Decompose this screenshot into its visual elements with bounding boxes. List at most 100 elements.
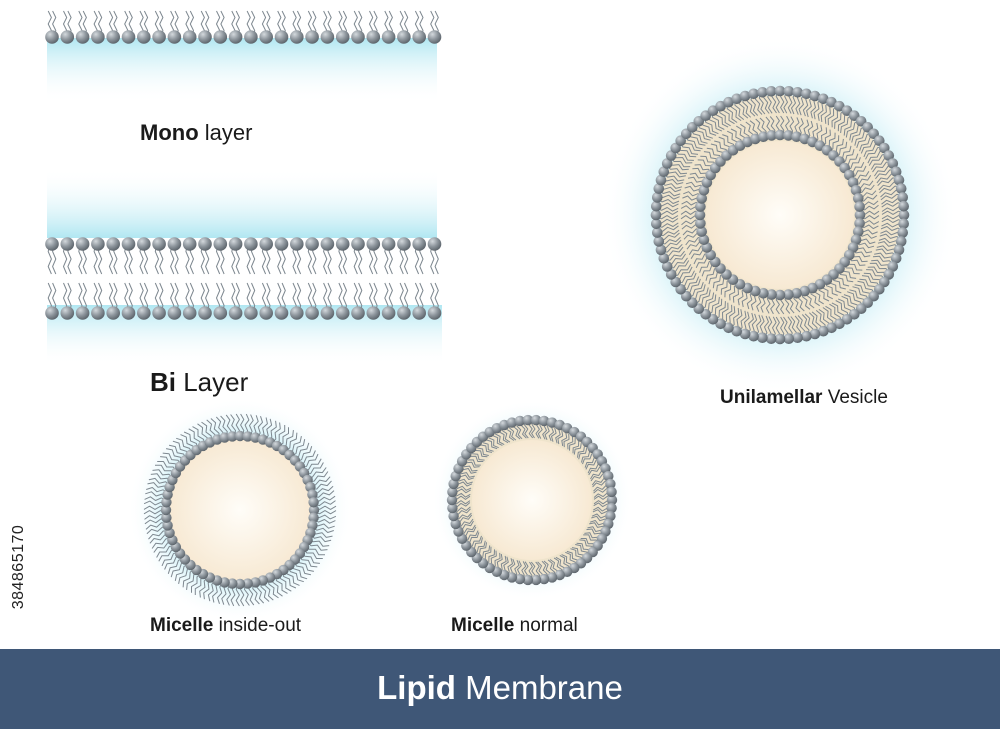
lipid-molecule [875,166,902,184]
lipid-molecule [106,237,120,275]
lipid-molecule [880,192,908,205]
lipid-molecule [152,10,166,44]
lipid-molecule [877,174,905,191]
lipid-molecule [234,413,246,442]
lipid-molecule [514,415,527,440]
lipid-molecule [593,486,617,498]
lipid-molecule [305,10,319,44]
lipid-molecule [152,237,166,275]
bilayer-diagram [45,237,442,320]
micelle-normal-core [472,440,592,560]
lipid-molecule [813,93,829,121]
lipid-molecule [731,93,749,120]
lipid-molecule [137,282,151,320]
lipid-molecule [791,288,805,313]
lipid-molecule [765,86,777,114]
lipid-molecule [335,282,350,320]
lipid-molecule [412,237,427,275]
lipid-molecule [765,116,777,141]
lipid-molecule [225,414,238,442]
lipid-molecule [825,303,845,330]
micelle-inside-out-core [168,438,312,582]
lipid-molecule [818,307,837,334]
lipid-molecule [723,306,740,334]
lipid-molecule [881,200,909,212]
lipid-molecule [182,10,197,44]
lipid-molecule [320,282,335,320]
lipid-molecule [868,150,895,170]
lipid-molecule [228,282,243,320]
lipid-molecule [182,282,197,320]
lipid-molecule [804,312,821,340]
micelle-inside-out-diagram [143,413,337,607]
lipid-molecule [543,559,558,583]
lipid-molecule [167,282,182,320]
lipid-molecule [791,117,804,142]
lipid-molecule [592,478,616,492]
lipid-molecule [91,237,105,275]
lipid-molecule [723,96,742,123]
lipid-molecule [881,218,909,230]
lipid-molecule [290,282,304,320]
lipid-molecule [427,237,442,275]
lipid-molecule [680,200,706,212]
lipid-molecule [250,577,265,605]
lipid-molecule [198,282,212,320]
lipid-molecule [593,502,617,514]
lipid-molecule [91,282,105,320]
lipid-molecule [537,415,550,440]
lipid-molecule [658,246,685,264]
lipid-molecule [307,485,335,500]
lipid-molecule [522,561,534,586]
lipid-molecule [448,478,473,491]
lipid-molecule [591,509,616,522]
lipid-molecule [305,282,319,320]
lipid-molecule [121,237,136,275]
lipid-molecule [530,561,542,586]
lipid-molecule [320,237,335,275]
lipid-molecule [121,282,136,320]
lipid-molecule [335,237,350,275]
lipid-molecule [765,289,777,315]
lipid-molecule [871,255,899,272]
lipid-molecule [308,512,337,524]
lipid-molecule [213,10,228,44]
lipid-molecule [854,200,879,212]
lipid-molecule [351,237,365,275]
lipid-molecule [259,237,274,275]
lipid-molecule [731,309,747,337]
lipid-molecule [60,237,75,275]
lipid-molecule [412,282,427,320]
lipid-molecule [853,226,878,239]
lipid-molecule [259,10,274,44]
lipid-molecule [757,87,770,115]
lipid-molecule [745,120,761,145]
footer-title: Lipid Membrane [377,669,623,706]
lipid-molecule [60,282,75,320]
lipid-molecule [302,534,330,551]
lipid-molecule [167,10,182,44]
micelle-normal-diagram [446,414,618,586]
stock-id-vertical: 384865170 [10,524,27,610]
lipid-molecule [655,174,684,189]
lipid-molecule [739,90,756,118]
lipid-molecule [748,88,763,116]
lipid-molecule [274,10,289,44]
lipid-molecule [450,514,474,530]
lipid-molecule [774,316,786,345]
lipid-molecule [748,313,762,342]
lipid-molecule [137,237,151,275]
lipid-molecule [876,241,905,256]
lipid-molecule [705,263,726,285]
footer-banner: Lipid Membrane [0,649,1000,729]
lipid-molecule [658,166,686,182]
lipid-molecule [427,282,442,320]
lipid-molecule [798,88,812,117]
lipid-molecule [308,495,336,508]
lipid-molecule [853,190,878,204]
lipid-molecule [590,470,614,486]
lipid-molecule [60,10,75,44]
lipid-molecule [661,253,688,272]
lipid-molecule [397,10,411,44]
